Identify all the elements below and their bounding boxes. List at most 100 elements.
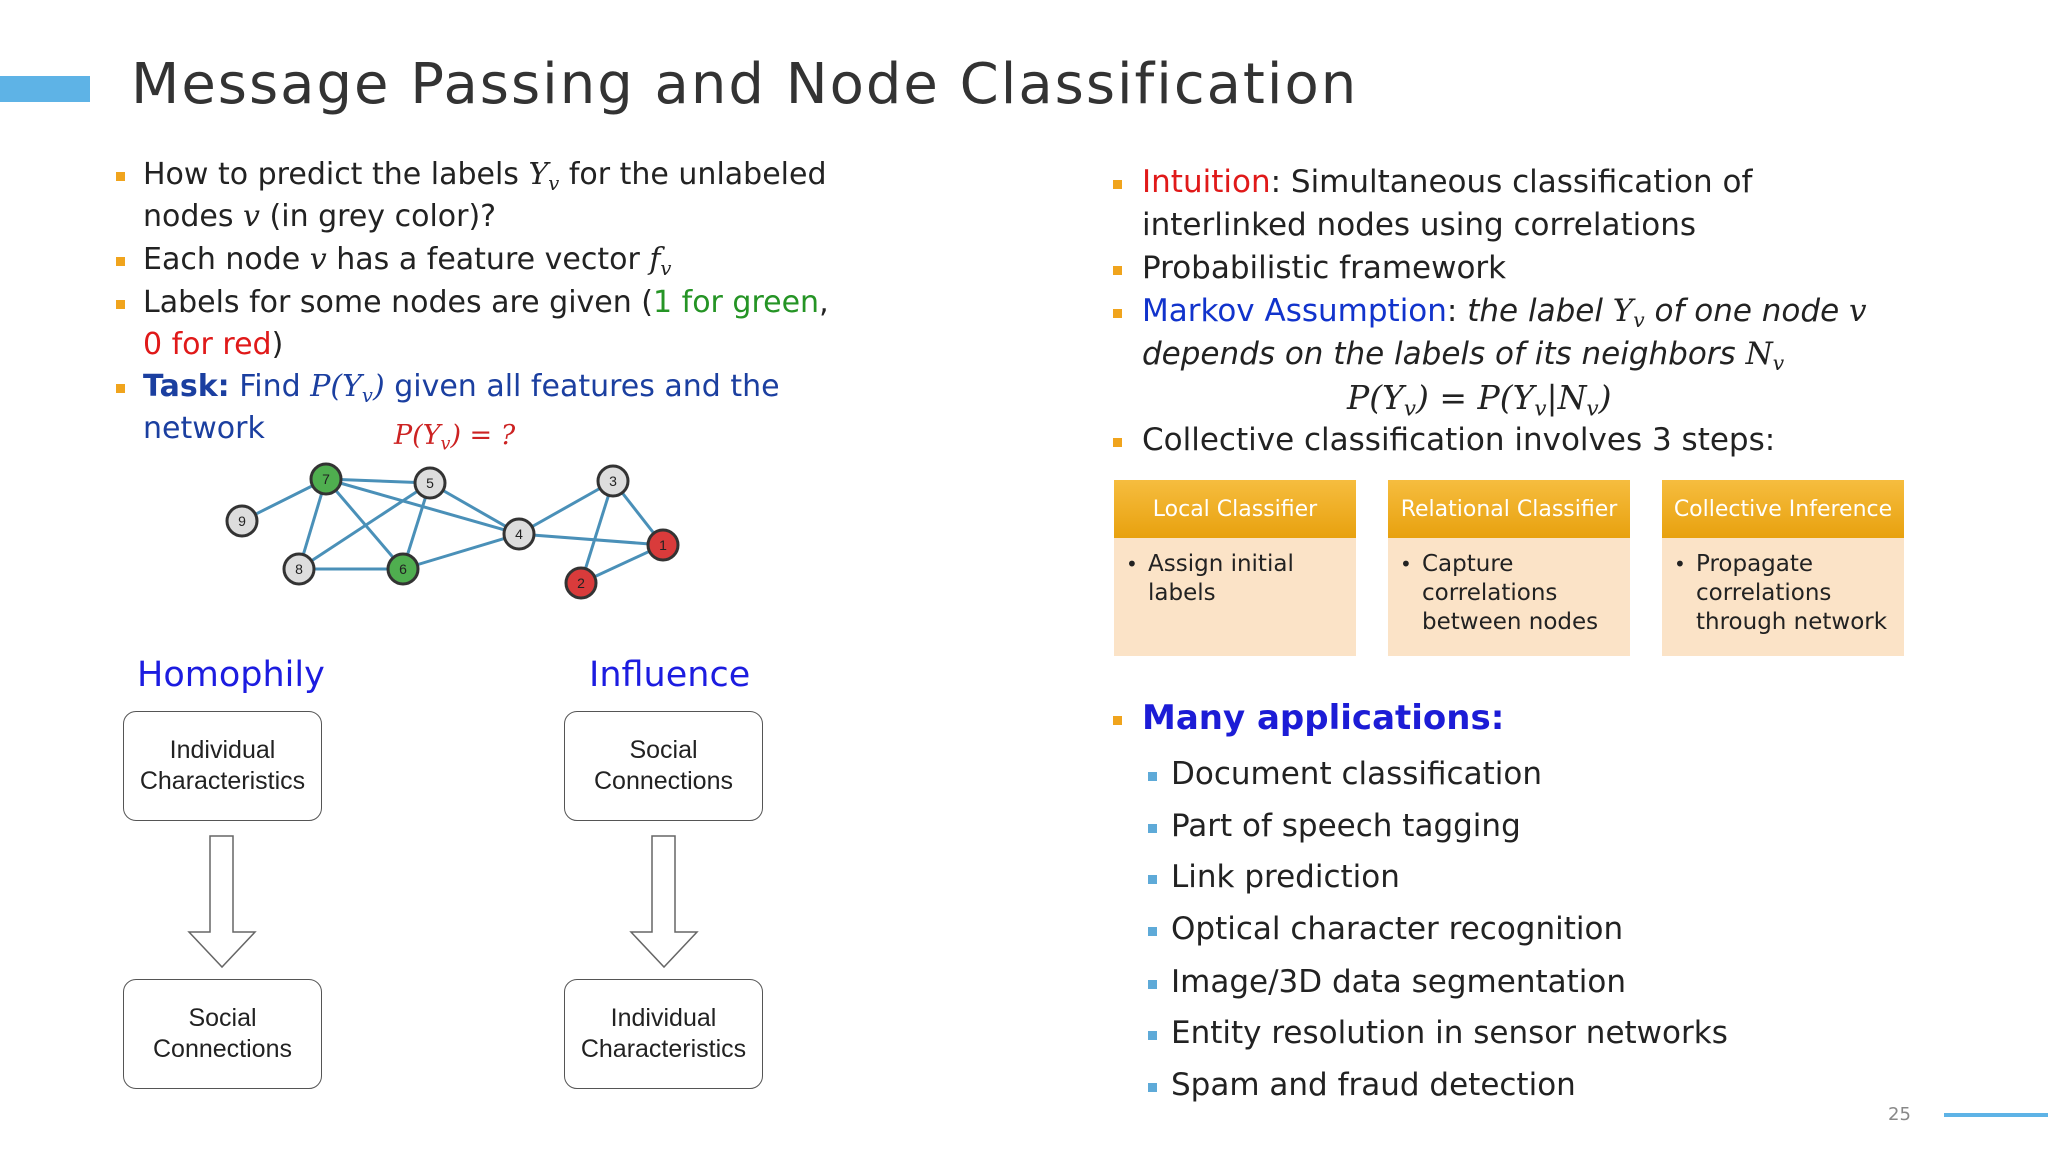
step-body-text: Capture correlations between nodes: [1422, 551, 1599, 635]
graph-node-9: 9: [225, 504, 259, 538]
sub-bullet-square: [1148, 824, 1157, 833]
edge-7-6: [324, 478, 405, 570]
math-subscript: v: [440, 434, 451, 455]
graph-node-6: 6: [386, 552, 420, 586]
graph-node-circle: [646, 528, 680, 562]
text: for the unlabeled: [559, 157, 827, 192]
box-text-line: Connections: [594, 767, 733, 795]
edge-3-2: [579, 480, 615, 584]
bullet-square: [1113, 309, 1122, 318]
step-body-text: Propagate correlations through network: [1696, 551, 1888, 635]
left-bullet-3-line-2: 0 for red): [143, 327, 283, 362]
application-item: Optical character recognition: [1171, 911, 1624, 947]
sub-bullet-square: [1148, 1083, 1157, 1092]
math-symbol: P(Y: [310, 369, 362, 404]
right-bullet-3-line-2: depends on the labels of its neighbors N…: [1142, 336, 1784, 375]
math-symbol: v: [1849, 293, 1867, 329]
text: Labels for some nodes are given (: [143, 285, 654, 320]
step-bullet: •: [1400, 552, 1412, 576]
intuition-label: Intuition: [1142, 164, 1271, 200]
task-label: Task:: [143, 369, 230, 404]
bullet-square: [1113, 180, 1122, 189]
math-symbol: P(Y: [1347, 378, 1404, 417]
graph-node-label: 9: [238, 513, 246, 529]
step-collective-inference-body: •Propagate correlations through network: [1662, 538, 1904, 656]
math-subscript: v: [1534, 396, 1547, 422]
graph-node-circle: [413, 466, 447, 500]
homophily-bottom-box: Social Connections: [123, 979, 322, 1089]
math-symbol: ) = ?: [450, 420, 516, 451]
math-subscript: v: [1772, 351, 1785, 376]
math-subscript: v: [548, 171, 560, 195]
text: Each node: [143, 242, 310, 277]
step-relational-classifier-header: Relational Classifier: [1388, 480, 1630, 538]
text: (in grey color)?: [260, 199, 497, 234]
sub-bullet-square: [1148, 927, 1157, 936]
math-symbol: v: [243, 199, 260, 234]
step-collective-inference-header: Collective Inference: [1662, 480, 1904, 538]
math-symbol: |N: [1546, 378, 1587, 417]
graph-node-label: 5: [426, 475, 434, 491]
math-symbol: Y: [528, 157, 549, 192]
application-item: Link prediction: [1171, 859, 1400, 895]
text: network: [143, 411, 265, 446]
math-symbol: Y: [1612, 293, 1634, 329]
graph-node-circle: [282, 552, 316, 586]
math-symbol: ) = P(Y: [1416, 378, 1535, 417]
left-bullet-4-line-1: Task: Find P(Yv) given all features and …: [143, 369, 780, 407]
application-item: Entity resolution in sensor networks: [1171, 1015, 1728, 1051]
slide-title: Message Passing and Node Classification: [131, 52, 1359, 117]
box-text-line: Characteristics: [580, 1035, 747, 1063]
sub-bullet-square: [1148, 875, 1157, 884]
math-subscript: v: [361, 383, 373, 407]
homophily-top-box: Individual Characteristics: [123, 711, 322, 821]
box-text-line: Social: [629, 736, 698, 764]
red-label-text: 0 for red: [143, 327, 272, 362]
edge-4-1: [518, 532, 664, 547]
markov-equation: P(Yv) = P(Yv|Nv): [1347, 378, 1612, 421]
application-item: Part of speech tagging: [1171, 808, 1521, 844]
math-symbol: f: [649, 242, 661, 277]
left-bullet-3-line-1: Labels for some nodes are given (1 for g…: [143, 285, 829, 320]
influence-top-box: Social Connections: [564, 711, 763, 821]
application-item: Spam and fraud detection: [1171, 1067, 1576, 1103]
graph-node-circle: [225, 504, 259, 538]
graph-node-label: 4: [515, 526, 523, 542]
sub-bullet-square: [1148, 772, 1157, 781]
text: : Simultaneous classification of: [1270, 164, 1753, 200]
math-subscript: v: [1633, 308, 1645, 333]
text: the label: [1467, 293, 1613, 329]
text: given all features and the: [384, 369, 780, 404]
step-local-classifier-header: Local Classifier: [1114, 480, 1356, 538]
text: Probabilistic framework: [1142, 250, 1507, 286]
text: interlinked nodes using correlations: [1142, 207, 1697, 243]
graph-node-8: 8: [282, 552, 316, 586]
text: nodes: [143, 199, 244, 234]
applications-heading: Many applications:: [1142, 698, 1505, 738]
title-accent-bar: [0, 76, 90, 102]
graph-node-label: 7: [322, 471, 330, 487]
text: Find: [229, 369, 311, 404]
step-relational-classifier-body: • Capture correlations between nodes: [1388, 538, 1630, 656]
text: :: [1446, 293, 1468, 329]
text: How to predict the labels: [143, 157, 529, 192]
sub-bullet-square: [1148, 1031, 1157, 1040]
edge-4-3: [518, 479, 614, 536]
graph-node-4: 4: [502, 517, 536, 551]
box-text-line: Individual: [169, 736, 276, 764]
graph-node-circle: [386, 552, 420, 586]
left-bullet-4-line-2: network: [143, 411, 265, 446]
graph-node-circle: [596, 464, 630, 498]
right-bullet-2: Probabilistic framework: [1142, 250, 1506, 286]
markov-label: Markov Assumption: [1142, 293, 1447, 329]
right-bullet-3-line-1: Markov Assumption: the label Yv of one n…: [1142, 293, 1867, 332]
graph-question: P(Yv) = ?: [394, 420, 515, 454]
text: ,: [819, 285, 829, 320]
text: of one node: [1644, 293, 1850, 329]
step-bullet: •: [1126, 552, 1138, 576]
box-text-line: Characteristics: [139, 767, 306, 795]
text: Collective classification involves 3 ste…: [1142, 422, 1776, 458]
page-number: 25: [1888, 1104, 1911, 1125]
right-bullet-1-line-2: interlinked nodes using correlations: [1142, 207, 1696, 243]
